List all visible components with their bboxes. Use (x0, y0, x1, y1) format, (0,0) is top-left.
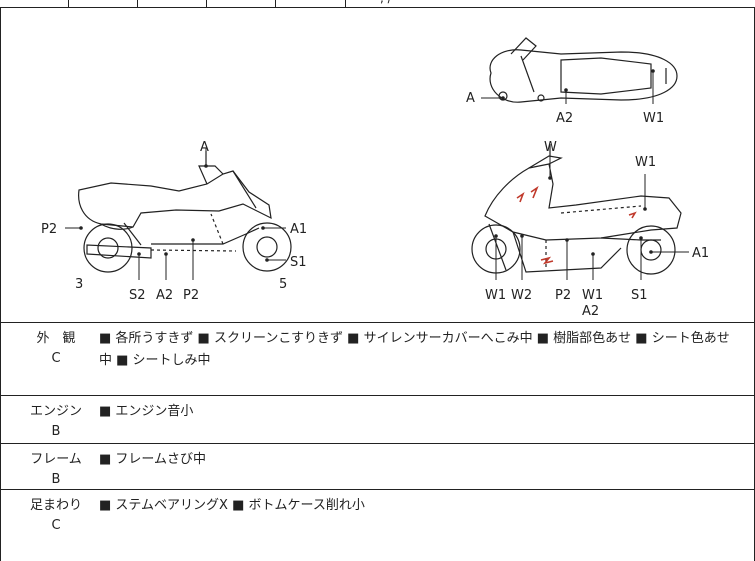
diagram-labels: A P2 A1 S1 3 S2 A2 P2 5 A A2 W1 W W1 A1 … (41, 91, 709, 319)
label-left-a: A (200, 140, 209, 155)
column-divider (275, 0, 276, 7)
label-top-w1: W1 (643, 111, 664, 126)
inspection-row-suspension: 足まわり C ■ ステムベアリングX ■ ボトムケース削れ小 (0, 490, 755, 561)
label-right-a2: A2 (582, 304, 599, 319)
category-name: エンジン (29, 404, 82, 419)
scooter-top-view (489, 37, 678, 103)
inspection-row-exterior: 外 観 C ■ 各所うすきず ■ スクリーンこすりきず ■ サイレンサーカバーへ… (0, 323, 755, 396)
label-left-s2: S2 (129, 288, 146, 303)
label-left-3: 3 (75, 277, 83, 292)
inspection-row-engine: エンジン B ■ エンジン音小 (0, 396, 755, 444)
label-right-p2: P2 (555, 288, 571, 303)
label-left-a2: A2 (156, 288, 173, 303)
label-top-a2: A2 (556, 111, 573, 126)
category-grade: C (51, 518, 61, 533)
header-row: , / (0, 0, 755, 8)
label-right-w: W (544, 140, 557, 155)
column-divider (68, 0, 69, 7)
column-divider (345, 0, 346, 7)
scooter-left-side-view (78, 151, 292, 273)
label-right-w1-bottom: W1 (485, 288, 506, 303)
category-cell: エンジン B (21, 402, 91, 442)
column-divider (206, 0, 207, 7)
category-cell: 足まわり C (21, 496, 91, 536)
inspection-row-frame: フレーム B ■ フレームさび中 (0, 444, 755, 490)
category-name: フレーム (30, 452, 82, 467)
label-right-s1: S1 (631, 288, 648, 303)
inspection-items: ■ エンジン音小 (99, 404, 194, 419)
label-left-p2-bottom: P2 (183, 288, 199, 303)
inspection-items: ■ ステムベアリングX ■ ボトムケース削れ小 (99, 498, 365, 513)
label-top-a: A (466, 91, 475, 106)
category-name: 外 観 (36, 331, 76, 346)
label-left-a1: A1 (290, 222, 307, 237)
label-left-p2: P2 (41, 222, 57, 237)
label-right-w2: W2 (511, 288, 532, 303)
damage-diagram: A P2 A1 S1 3 S2 A2 P2 5 A A2 W1 W W1 A1 … (0, 8, 755, 323)
label-right-w1-mid: W1 (582, 288, 603, 303)
category-name: 足まわり (29, 498, 82, 513)
header-cell-text: , / (380, 0, 392, 5)
label-right-w1-top: W1 (635, 155, 656, 170)
label-right-a1: A1 (692, 246, 709, 261)
category-cell: 外 観 C (21, 329, 91, 369)
category-grade: B (51, 472, 61, 487)
category-cell: フレーム B (21, 450, 91, 490)
column-divider (137, 0, 138, 7)
category-grade: B (51, 424, 61, 439)
inspection-items: ■ フレームさび中 (99, 452, 207, 467)
damage-marks (516, 185, 637, 265)
label-left-5: 5 (279, 277, 287, 292)
category-grade: C (51, 351, 61, 366)
label-left-s1: S1 (290, 255, 307, 270)
leader-lines (65, 71, 689, 280)
point-dots (79, 69, 655, 262)
inspection-items: ■ 各所うすきず ■ スクリーンこすりきず ■ サイレンサーカバーへこみ中 ■ … (99, 331, 730, 368)
